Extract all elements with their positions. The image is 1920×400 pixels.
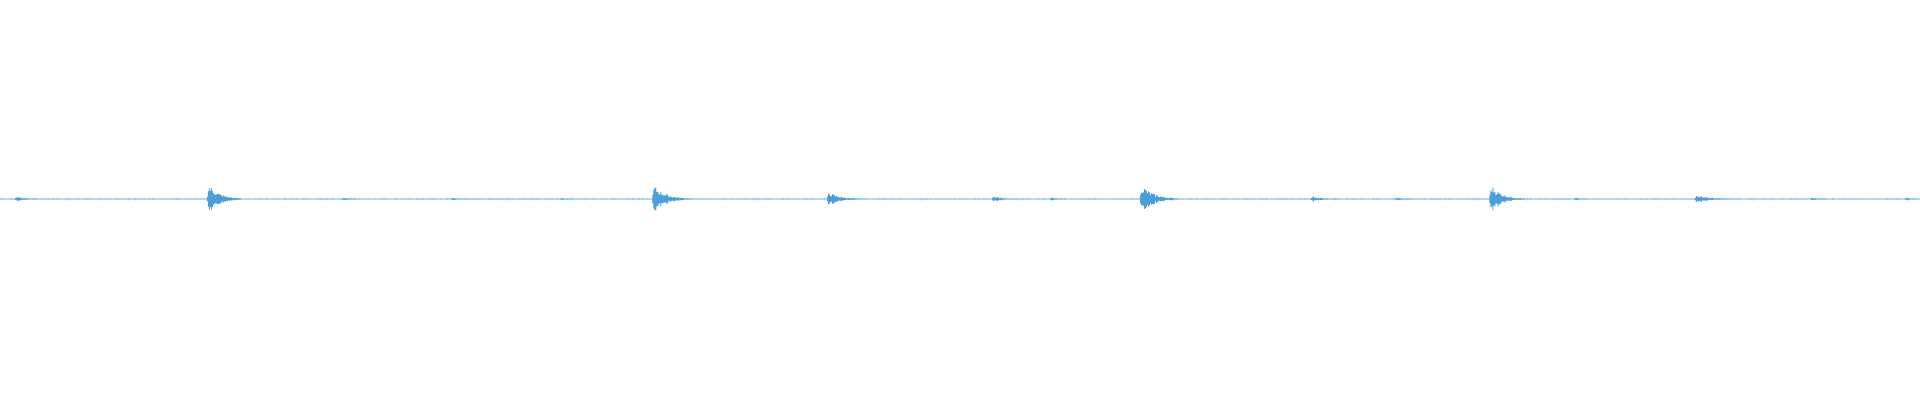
waveform-burst [1489,187,1525,211]
waveform-burst [1395,197,1416,201]
waveform-burst [206,188,242,210]
waveform-burst [1140,189,1179,209]
waveform-burst [827,193,862,205]
waveform-burst [1694,196,1730,202]
waveform-burst [992,196,1017,202]
waveform-burst [1810,198,1834,200]
waveform-burst [652,187,692,211]
waveform-burst [14,197,39,201]
waveform-burst [1049,197,1066,201]
waveform-burst [1904,197,1920,201]
waveform-burst [1310,196,1338,202]
waveform-burst [450,198,474,200]
waveform-burst [1573,198,1590,200]
waveform-burst [341,198,361,200]
waveform-burst [560,198,572,200]
